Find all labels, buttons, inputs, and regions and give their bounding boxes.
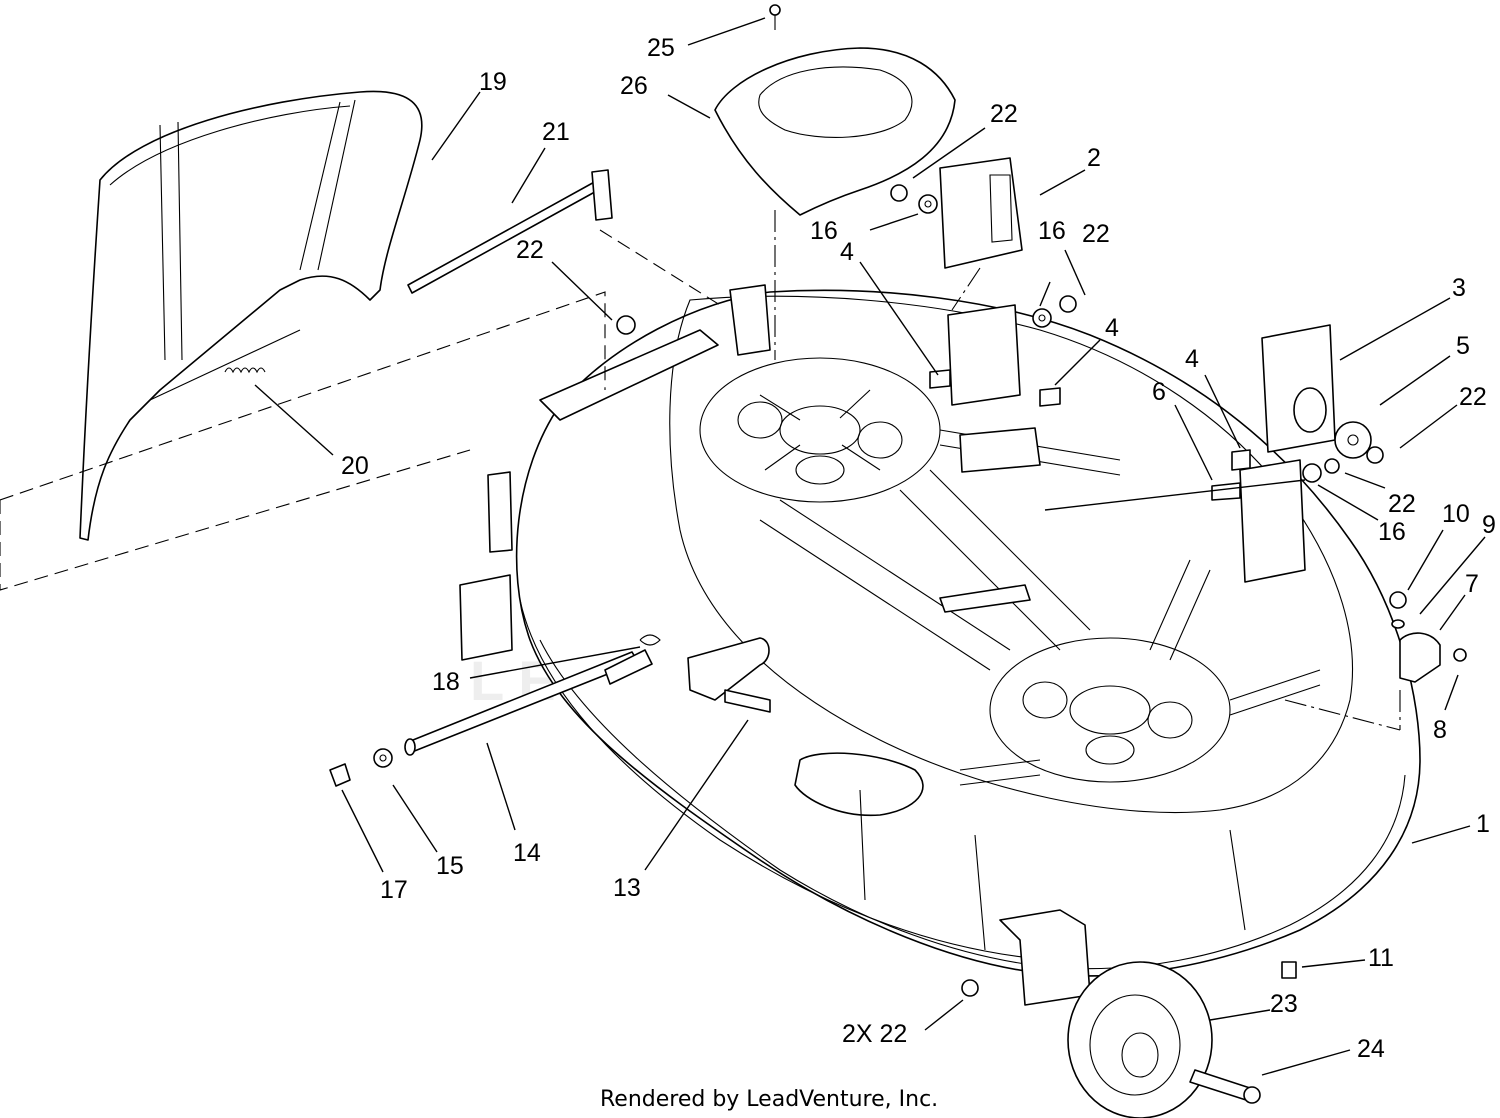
callout-26: 26 <box>620 72 648 100</box>
callout-24: 24 <box>1357 1035 1385 1063</box>
callout-13: 13 <box>613 874 641 902</box>
callout-10: 10 <box>1442 500 1470 528</box>
callout-5: 5 <box>1456 332 1470 360</box>
callout-22e: 22 <box>1388 490 1416 518</box>
caster-wheel <box>1067 961 1261 1118</box>
torsion-spring <box>149 329 301 401</box>
callout-18: 18 <box>432 668 460 696</box>
callout-17: 17 <box>380 876 408 904</box>
callout-16a: 16 <box>810 217 838 245</box>
height-bracket-2 <box>939 157 1023 406</box>
callout-22c: 22 <box>1082 220 1110 248</box>
callout-23: 23 <box>1270 990 1298 1018</box>
callout-2x22: 2X 22 <box>842 1020 907 1048</box>
callout-3: 3 <box>1452 274 1466 302</box>
callout-20: 20 <box>341 452 369 480</box>
callout-22a: 22 <box>516 236 544 264</box>
callout-25: 25 <box>647 34 675 62</box>
callout-16b: 16 <box>1038 217 1066 245</box>
grass-deflector <box>79 90 423 541</box>
deflector-rod <box>407 169 613 294</box>
callout-4a: 4 <box>840 238 854 266</box>
callout-22b: 22 <box>990 100 1018 128</box>
callout-4b: 4 <box>1105 314 1119 342</box>
callout-19: 19 <box>479 68 507 96</box>
callout-15: 15 <box>436 852 464 880</box>
callout-7: 7 <box>1465 570 1479 598</box>
belt-cover <box>714 4 956 216</box>
callout-14: 14 <box>513 839 541 867</box>
callout-6: 6 <box>1152 378 1166 406</box>
callout-21: 21 <box>542 118 570 146</box>
mower-deck <box>459 284 1421 1006</box>
callout-2: 2 <box>1087 144 1101 172</box>
callout-22d: 22 <box>1459 383 1487 411</box>
callout-16c: 16 <box>1378 518 1406 546</box>
callout-8: 8 <box>1433 716 1447 744</box>
height-bracket-3 <box>1239 324 1336 583</box>
footer-credit: Rendered by LeadVenture, Inc. <box>600 1087 938 1112</box>
front-rod-assembly <box>329 634 771 787</box>
fasteners <box>616 184 1467 997</box>
callout-4c: 4 <box>1185 345 1199 373</box>
callout-labels: 1 2 3 4 4 4 5 6 7 8 9 10 11 13 14 15 16 … <box>341 34 1496 1063</box>
callout-1: 1 <box>1476 810 1490 838</box>
leader-lines <box>254 17 1486 1076</box>
assembly-lines <box>0 210 1401 731</box>
callout-11: 11 <box>1368 944 1394 972</box>
callout-9: 9 <box>1482 511 1496 539</box>
